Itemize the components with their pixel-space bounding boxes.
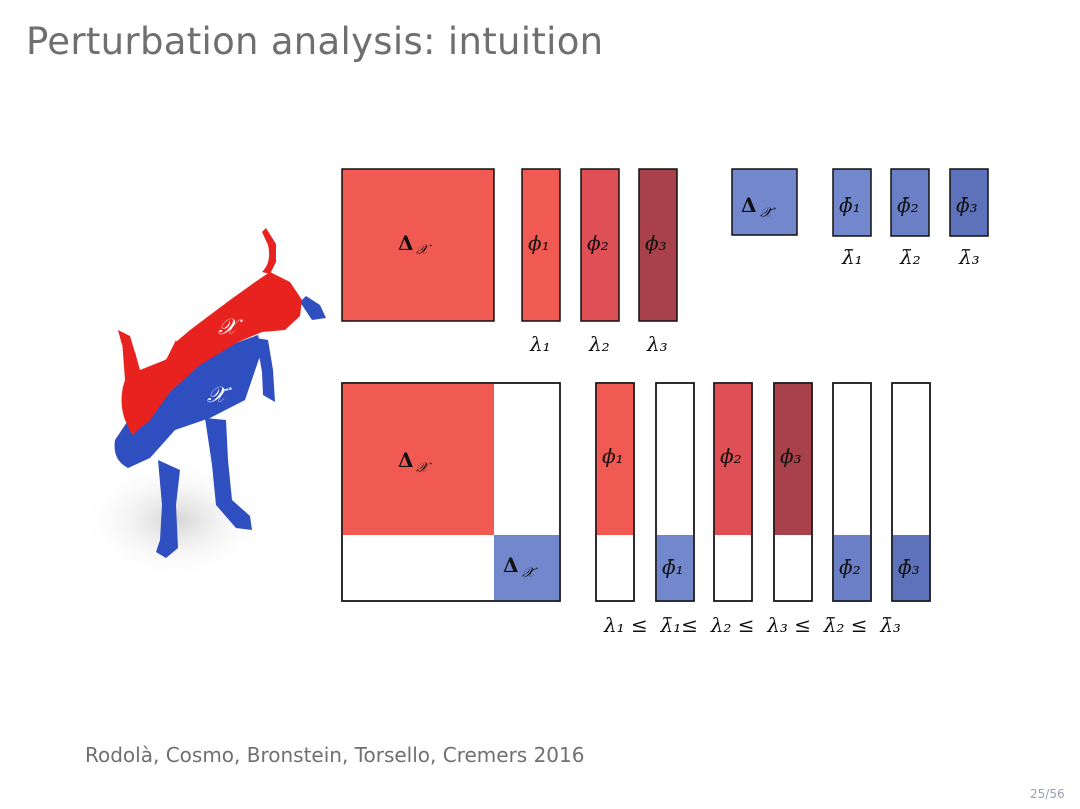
eigvec-phibar1-top bbox=[832, 168, 872, 237]
lambdabar3-top-label: λ̄₃ bbox=[958, 245, 980, 269]
slide-credits: Rodolà, Cosmo, Bronstein, Torsello, Crem… bbox=[85, 743, 585, 767]
phi1-top-label: ϕ₁ bbox=[528, 231, 550, 255]
eigvec-phi2-top bbox=[580, 168, 620, 322]
dog-illustration: 𝒳 𝒳̄ bbox=[80, 228, 326, 580]
top-partial-group bbox=[731, 168, 989, 237]
eigvec-phibar3-top bbox=[949, 168, 989, 237]
eigvec-phi3-top bbox=[638, 168, 678, 322]
col-phibar1-label: ϕ̄₁ bbox=[662, 555, 684, 579]
block-laplacian-partial-sub: 𝒳̄ bbox=[522, 565, 538, 581]
laplacian-full-matrix bbox=[341, 168, 495, 322]
lambda1-top-label: λ₁ bbox=[529, 332, 551, 356]
block-laplacian-partial-label: Δ bbox=[503, 553, 519, 577]
phi3-top-label: ϕ₃ bbox=[645, 231, 667, 255]
phi2-top-label: ϕ₂ bbox=[587, 231, 609, 255]
col-phi3-label: ϕ₃ bbox=[780, 444, 802, 468]
col-phi1-label: ϕ₁ bbox=[602, 444, 624, 468]
laplacian-partial-sub: 𝒳̄ bbox=[760, 205, 776, 221]
phibar2-top-label: ϕ̄₂ bbox=[897, 193, 919, 217]
slide-title: Perturbation analysis: intuition bbox=[26, 20, 604, 63]
lambda3-top-label: λ₃ bbox=[646, 332, 668, 356]
dog-full-region bbox=[118, 228, 302, 435]
laplacian-full-label: Δ bbox=[398, 231, 414, 255]
lambdabar1-top-label: λ̄₁ bbox=[841, 245, 863, 269]
eigenvalue-ordering: λ₁ ≤ λ̄₁≤ λ₂ ≤ λ₃ ≤ λ̄₂ ≤ λ̄₃ bbox=[603, 613, 901, 637]
eigvec-phibar2-top bbox=[890, 168, 930, 237]
top-full-group bbox=[341, 168, 678, 322]
col-phibar2-label: ϕ̄₂ bbox=[839, 555, 861, 579]
block-laplacian-full-label: Δ bbox=[398, 448, 414, 472]
phibar1-top-label: ϕ̄₁ bbox=[839, 193, 861, 217]
block-laplacian-full-sub: 𝒳 bbox=[416, 460, 432, 476]
laplacian-full-sub: 𝒳 bbox=[416, 242, 432, 258]
block-laplacian-full bbox=[342, 383, 494, 535]
eigvec-phi1-top bbox=[521, 168, 561, 322]
page-number: 25/56 bbox=[1030, 787, 1065, 801]
laplacian-partial-matrix bbox=[731, 168, 798, 236]
lambdabar2-top-label: λ̄₂ bbox=[899, 245, 921, 269]
bottom-group bbox=[341, 382, 931, 602]
block-laplacian-partial bbox=[494, 535, 560, 601]
laplacian-partial-label: Δ bbox=[741, 193, 757, 217]
phibar3-top-label: ϕ̄₃ bbox=[956, 193, 978, 217]
col-phibar3-label: ϕ̄₃ bbox=[898, 555, 920, 579]
dog-partial-region bbox=[114, 296, 326, 558]
lambda2-top-label: λ₂ bbox=[588, 332, 610, 356]
col-phi2-label: ϕ₂ bbox=[720, 444, 742, 468]
